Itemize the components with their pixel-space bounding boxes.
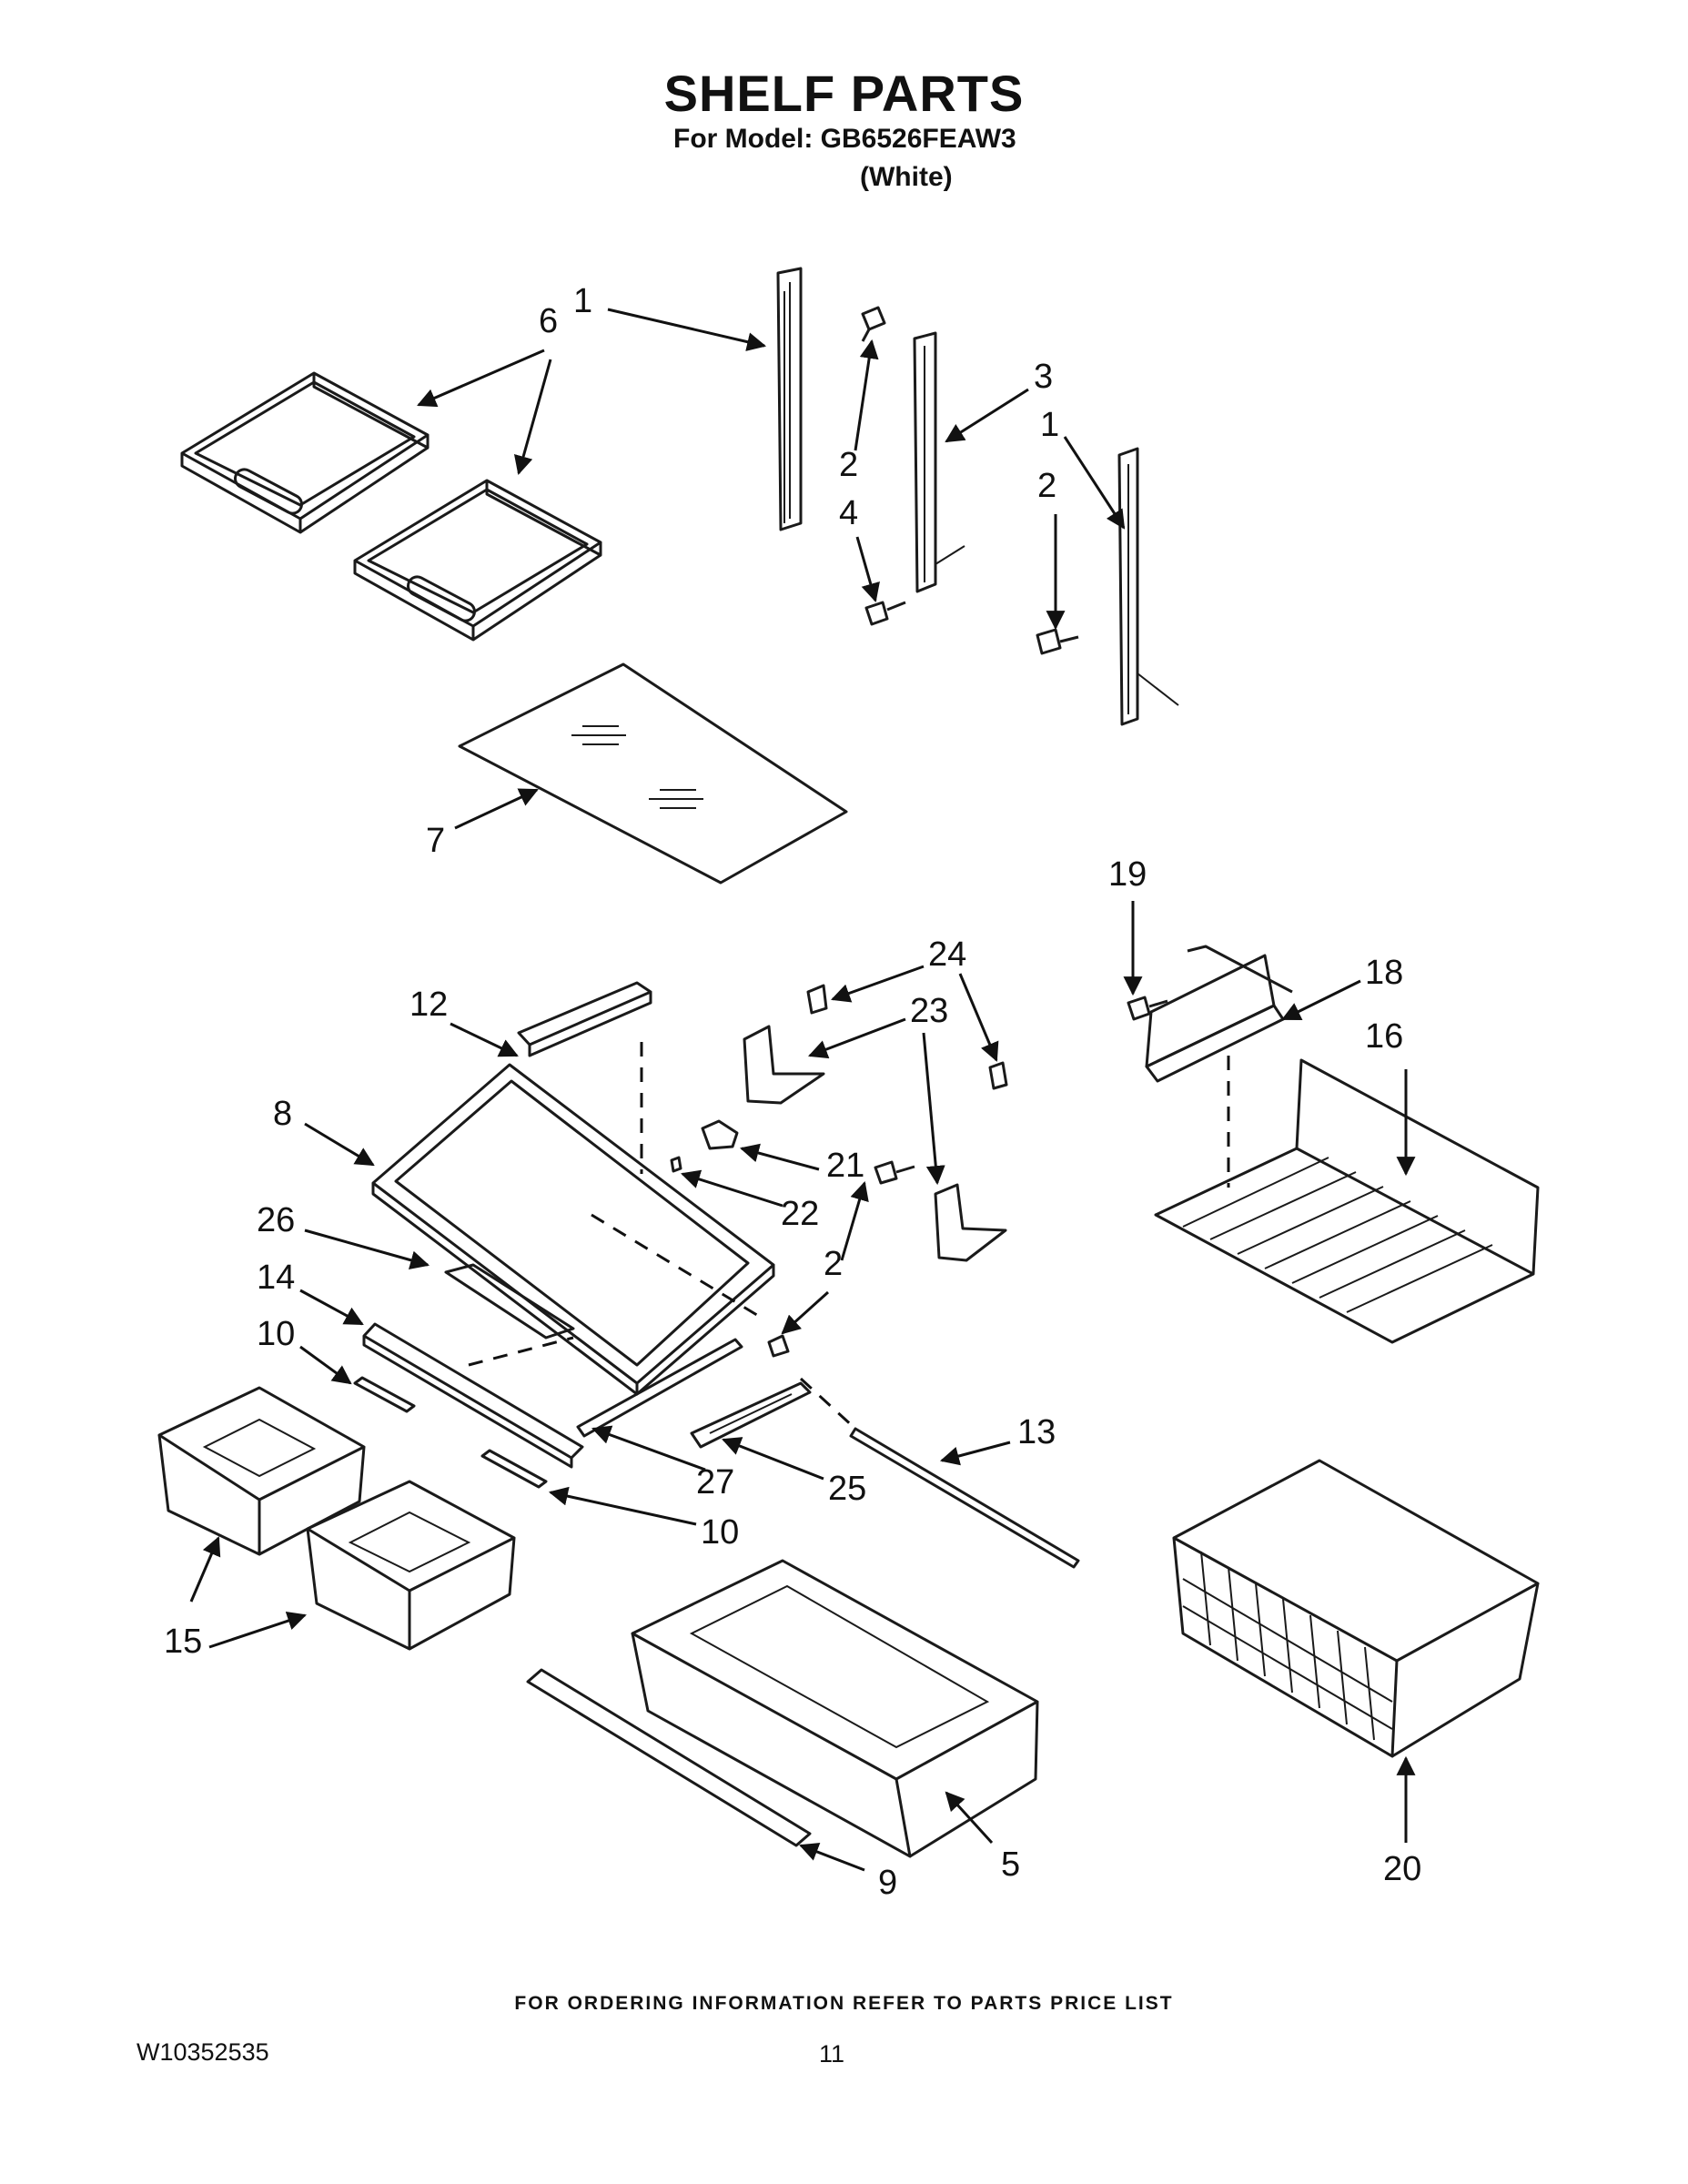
callout-26: 26 <box>257 1201 296 1239</box>
screw-right <box>1036 628 1079 655</box>
shelf-rail-left <box>776 267 803 531</box>
screw-19 <box>1127 996 1168 1021</box>
callout-22: 22 <box>781 1195 820 1233</box>
callout-14: 14 <box>257 1259 296 1297</box>
shelf-rail-right <box>1117 447 1179 726</box>
screw-2-lower <box>767 1160 915 1358</box>
freezer-tray <box>631 1559 1039 1858</box>
leader-lines <box>189 308 1416 1872</box>
door-shelf-upper <box>180 371 430 534</box>
divider-26 <box>444 1263 575 1340</box>
callout-16: 16 <box>1365 1017 1404 1056</box>
callout-20: 20 <box>1383 1850 1422 1888</box>
rod-13 <box>849 1427 1080 1569</box>
page-number: 11 <box>819 2040 845 2068</box>
callout-4: 4 <box>839 494 859 532</box>
callout-1-left-rail: 1 <box>573 282 593 320</box>
crisper-cover-front-14 <box>362 1322 584 1469</box>
basket-handle-18 <box>1145 945 1293 1083</box>
callout-13: 13 <box>1017 1413 1056 1451</box>
callout-18: 18 <box>1365 954 1404 992</box>
callout-12: 12 <box>409 986 449 1024</box>
bracket-23-lower <box>934 1183 1007 1262</box>
door-shelf-lower <box>353 479 602 642</box>
callout-27: 27 <box>696 1463 735 1502</box>
color-line: (White) <box>860 162 953 192</box>
clip-10-upper <box>353 1376 416 1413</box>
shelf-slide-12 <box>517 981 652 1057</box>
glass-shelf <box>458 662 848 885</box>
callout-5: 5 <box>1001 1845 1021 1884</box>
callout-9: 9 <box>878 1864 898 1902</box>
wire-basket-16 <box>1154 1058 1540 1344</box>
callout-25: 25 <box>828 1470 867 1508</box>
callout-3: 3 <box>1034 358 1054 396</box>
callout-2-lower: 2 <box>824 1245 844 1283</box>
wire-basket-20 <box>1172 1459 1540 1758</box>
callout-21: 21 <box>826 1147 865 1185</box>
clip-24-lower <box>988 1061 1008 1090</box>
callout-2-upper: 2 <box>839 446 859 484</box>
slide-rail-25 <box>690 1381 812 1449</box>
callout-7: 7 <box>426 822 446 860</box>
crisper-drawer-right <box>306 1480 516 1651</box>
screw-upper <box>861 306 886 342</box>
clip-10-lower <box>480 1449 548 1489</box>
crisper-cover-frame <box>371 1063 775 1396</box>
screw-lower <box>864 601 906 626</box>
callout-23: 23 <box>910 992 949 1030</box>
callout-15: 15 <box>164 1623 203 1661</box>
bracket-21 <box>670 1119 739 1173</box>
callout-8: 8 <box>273 1095 293 1133</box>
model-line: For Model: GB6526FEAW3 <box>673 124 1016 154</box>
callout-6: 6 <box>539 302 559 340</box>
slide-rail-27 <box>576 1338 743 1438</box>
callout-1-right-rail: 1 <box>1040 406 1060 444</box>
clip-24-upper <box>806 984 828 1015</box>
callout-2-right: 2 <box>1037 467 1057 505</box>
callout-19: 19 <box>1108 855 1147 894</box>
trim-strip-9 <box>526 1668 812 1847</box>
crisper-drawer-left <box>157 1386 366 1556</box>
callout-24: 24 <box>928 935 967 974</box>
page-title: SHELF PARTS <box>663 65 1025 122</box>
shelf-rail-center <box>913 331 965 593</box>
callout-10-upper: 10 <box>257 1315 296 1353</box>
bracket-23-upper <box>743 1025 825 1105</box>
ordering-note: FOR ORDERING INFORMATION REFER TO PARTS … <box>514 1993 1174 2014</box>
callout-10-lower: 10 <box>701 1513 740 1552</box>
document-number: W10352535 <box>136 2038 269 2066</box>
